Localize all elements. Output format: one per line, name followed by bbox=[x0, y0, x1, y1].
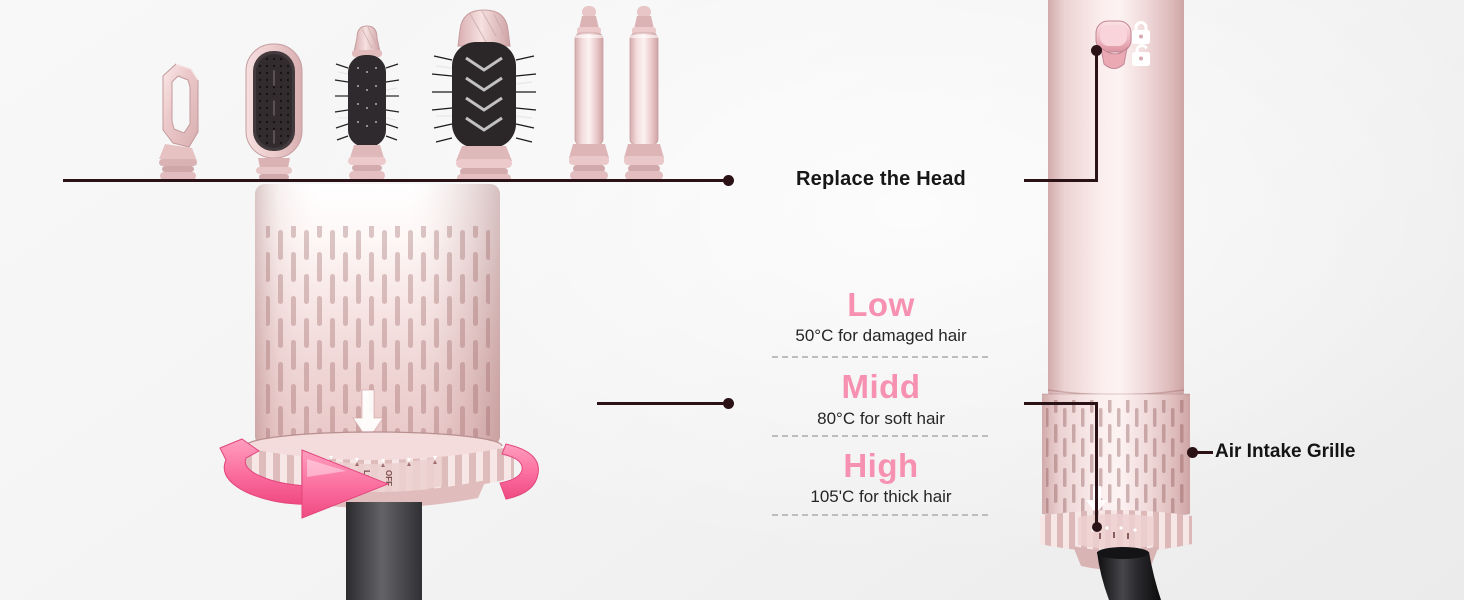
bristles bbox=[334, 63, 400, 141]
handle-body bbox=[1048, 0, 1184, 396]
attachment-curling-barrel-2 bbox=[624, 6, 664, 180]
heat-level-midd: Midd bbox=[841, 368, 921, 405]
heat-desc-high: 105'C for thick hair bbox=[810, 487, 952, 506]
heat-level-low: Low bbox=[847, 286, 915, 323]
dial-tick-marks bbox=[329, 456, 437, 467]
air-vent-slots bbox=[266, 226, 490, 438]
bristle-dots bbox=[357, 67, 377, 127]
attachment-oval-brush-large bbox=[431, 9, 537, 182]
handle-dial bbox=[1040, 510, 1192, 570]
power-cable bbox=[346, 502, 422, 600]
replace-head-text: Replace the Head bbox=[796, 168, 966, 190]
lock-closed-icon bbox=[1132, 21, 1150, 44]
separator-1 bbox=[772, 356, 988, 358]
styler-base-closeup: LOW OFF bbox=[219, 184, 539, 600]
dial-label-off: OFF bbox=[384, 470, 393, 486]
separator-2 bbox=[772, 435, 988, 437]
heat-callout-line-right-vertical bbox=[1095, 402, 1098, 528]
attachments-baseline-dot bbox=[723, 175, 734, 186]
replace-head-callout-dot bbox=[1091, 45, 1102, 56]
attachment-flyaway-nozzle bbox=[159, 63, 199, 180]
attachment-curling-barrel-1 bbox=[569, 6, 609, 180]
rotation-arrow-icon bbox=[219, 438, 539, 519]
heat-level-high: High bbox=[843, 447, 919, 484]
heat-desc-midd: 80°C for soft hair bbox=[817, 409, 945, 428]
replace-head-callout-line-vertical bbox=[1095, 50, 1098, 182]
replace-head-label: Replace the Head bbox=[756, 168, 1006, 191]
chevron-pattern bbox=[465, 56, 503, 132]
air-intake-dot bbox=[1187, 447, 1198, 458]
attachments-baseline bbox=[63, 179, 724, 182]
attachment-round-brush-small bbox=[334, 25, 400, 180]
heat-callout-line-right bbox=[1024, 402, 1098, 405]
air-intake-label: Air Intake Grille bbox=[1215, 441, 1356, 462]
lock-open-icon bbox=[1132, 44, 1150, 66]
air-intake-grille bbox=[1042, 393, 1190, 521]
heat-callout-line-left bbox=[597, 402, 725, 405]
styler-handle bbox=[1040, 0, 1192, 600]
replace-head-callout-line bbox=[1024, 179, 1098, 182]
heat-callout-dot-left bbox=[723, 398, 734, 409]
attachment-paddle-brush bbox=[245, 43, 303, 180]
power-cable bbox=[1097, 547, 1161, 600]
air-intake-line bbox=[1197, 451, 1213, 454]
lock-slider-button[interactable] bbox=[1095, 20, 1132, 69]
styler-body bbox=[255, 184, 500, 446]
bristles bbox=[431, 55, 537, 143]
down-arrow-icon bbox=[352, 389, 384, 441]
separator-3 bbox=[772, 514, 988, 516]
heat-desc-low: 50°C for damaged hair bbox=[795, 326, 967, 345]
heat-callout-dot-right bbox=[1092, 522, 1102, 532]
